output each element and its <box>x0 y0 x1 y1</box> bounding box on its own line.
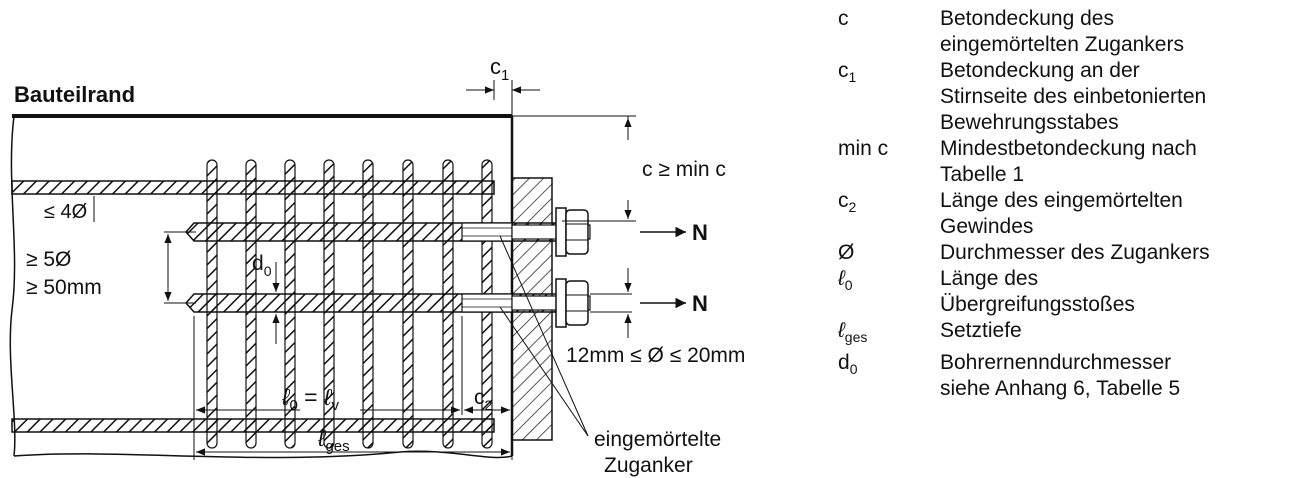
svg-text:12mm ≤ Ø ≤ 20mm: 12mm ≤ Ø ≤ 20mm <box>566 344 745 367</box>
force-arrow-top: N <box>640 220 708 245</box>
l0-dimension: ℓ0 = ℓv <box>193 316 513 460</box>
spacing-dimension: ≤ 4Ø ≥ 5Ø ≥ 50mm <box>26 196 196 304</box>
legend-row: Ø Durchmesser des Zugankers <box>838 240 1288 266</box>
legend-symbol: min c <box>838 137 889 160</box>
svg-text:c ≥ min c: c ≥ min c <box>642 158 726 181</box>
diameter-dimension: 12mm ≤ Ø ≤ 20mm <box>566 268 745 367</box>
legend-line: Durchmesser des Zugankers <box>940 241 1210 264</box>
legend-row: ℓges Setztiefe <box>838 318 1288 350</box>
svg-text:ℓ0 = ℓv: ℓ0 = ℓv <box>281 384 339 414</box>
svg-text:Zuganker: Zuganker <box>604 454 693 477</box>
svg-text:d0: d0 <box>252 252 272 279</box>
legend-line: Stirnseite des einbetonierten <box>940 85 1207 108</box>
legend-line: Gewindes <box>940 215 1034 238</box>
legend-description: Setztiefe <box>940 318 1288 350</box>
legend-line: Länge des eingemörtelten <box>940 189 1183 212</box>
legend-line: Übergreifungsstoßes <box>940 293 1135 316</box>
edge-label: Bauteilrand <box>14 82 135 107</box>
tension-anchor-top <box>184 207 591 257</box>
legend-line: Setztiefe <box>940 319 1022 342</box>
legend-description: Durchmesser des Zugankers <box>940 240 1288 266</box>
c1-dimension: c1 <box>466 54 540 116</box>
legend-symbol: c <box>838 7 849 30</box>
svg-text:c2: c2 <box>474 386 493 413</box>
legend-line: eingemörtelten Zugankers <box>940 33 1184 56</box>
legend-line: Länge des <box>940 267 1039 290</box>
svg-text:≥ 5Ø: ≥ 5Ø <box>26 248 71 271</box>
legend-description: Betondeckung des eingemörtelten Zugankers <box>940 6 1288 58</box>
legend-line: siehe Anhang 6, Tabelle 5 <box>940 377 1181 401</box>
legend-row: c Betondeckung des eingemörtelten Zuganker… <box>838 6 1288 58</box>
lges-dimension: ℓges <box>196 425 510 456</box>
c2-dimension: c2 <box>464 386 510 414</box>
symbol-legend: c Betondeckung des eingemörtelten Zuganker… <box>838 6 1288 402</box>
force-arrow-bottom: N <box>640 291 708 316</box>
tension-anchor-bottom <box>184 278 591 328</box>
svg-text:N: N <box>692 220 708 245</box>
legend-line: Bohrernenndurchmesser <box>940 351 1172 375</box>
svg-text:N: N <box>692 291 708 316</box>
legend-symbol: d0 <box>838 351 858 378</box>
legend-line: Mindestbetondeckung nach <box>940 137 1197 160</box>
legend-line: Betondeckung an der <box>940 59 1140 82</box>
legend-symbol: ℓges <box>838 319 868 346</box>
legend-symbol: ℓ0 <box>838 267 853 294</box>
d0-dimension: d0 <box>252 252 280 344</box>
legend-line: Betondeckung des <box>940 7 1114 30</box>
cover-dimension: c ≥ min c <box>512 115 726 222</box>
anchor-leader: eingemörtelte Zuganker <box>499 235 721 477</box>
svg-text:≤ 4Ø: ≤ 4Ø <box>44 201 87 223</box>
svg-text:c1: c1 <box>490 54 509 84</box>
legend-line: Tabelle 1 <box>940 163 1025 186</box>
svg-text:ℓges: ℓges <box>317 425 350 455</box>
legend-symbol: c1 <box>838 59 857 86</box>
svg-text:≥ 50mm: ≥ 50mm <box>26 276 102 299</box>
svg-text:eingemörtelte: eingemörtelte <box>594 428 721 451</box>
legend-symbol: c2 <box>838 189 857 216</box>
legend-line: Bewehrungsstabes <box>940 111 1119 134</box>
anchor-detail-drawing: Bauteilrand c1 c ≥ min c N N 12mm ≤ Ø ≤ … <box>9 54 745 477</box>
legend-symbol: Ø <box>838 241 855 264</box>
